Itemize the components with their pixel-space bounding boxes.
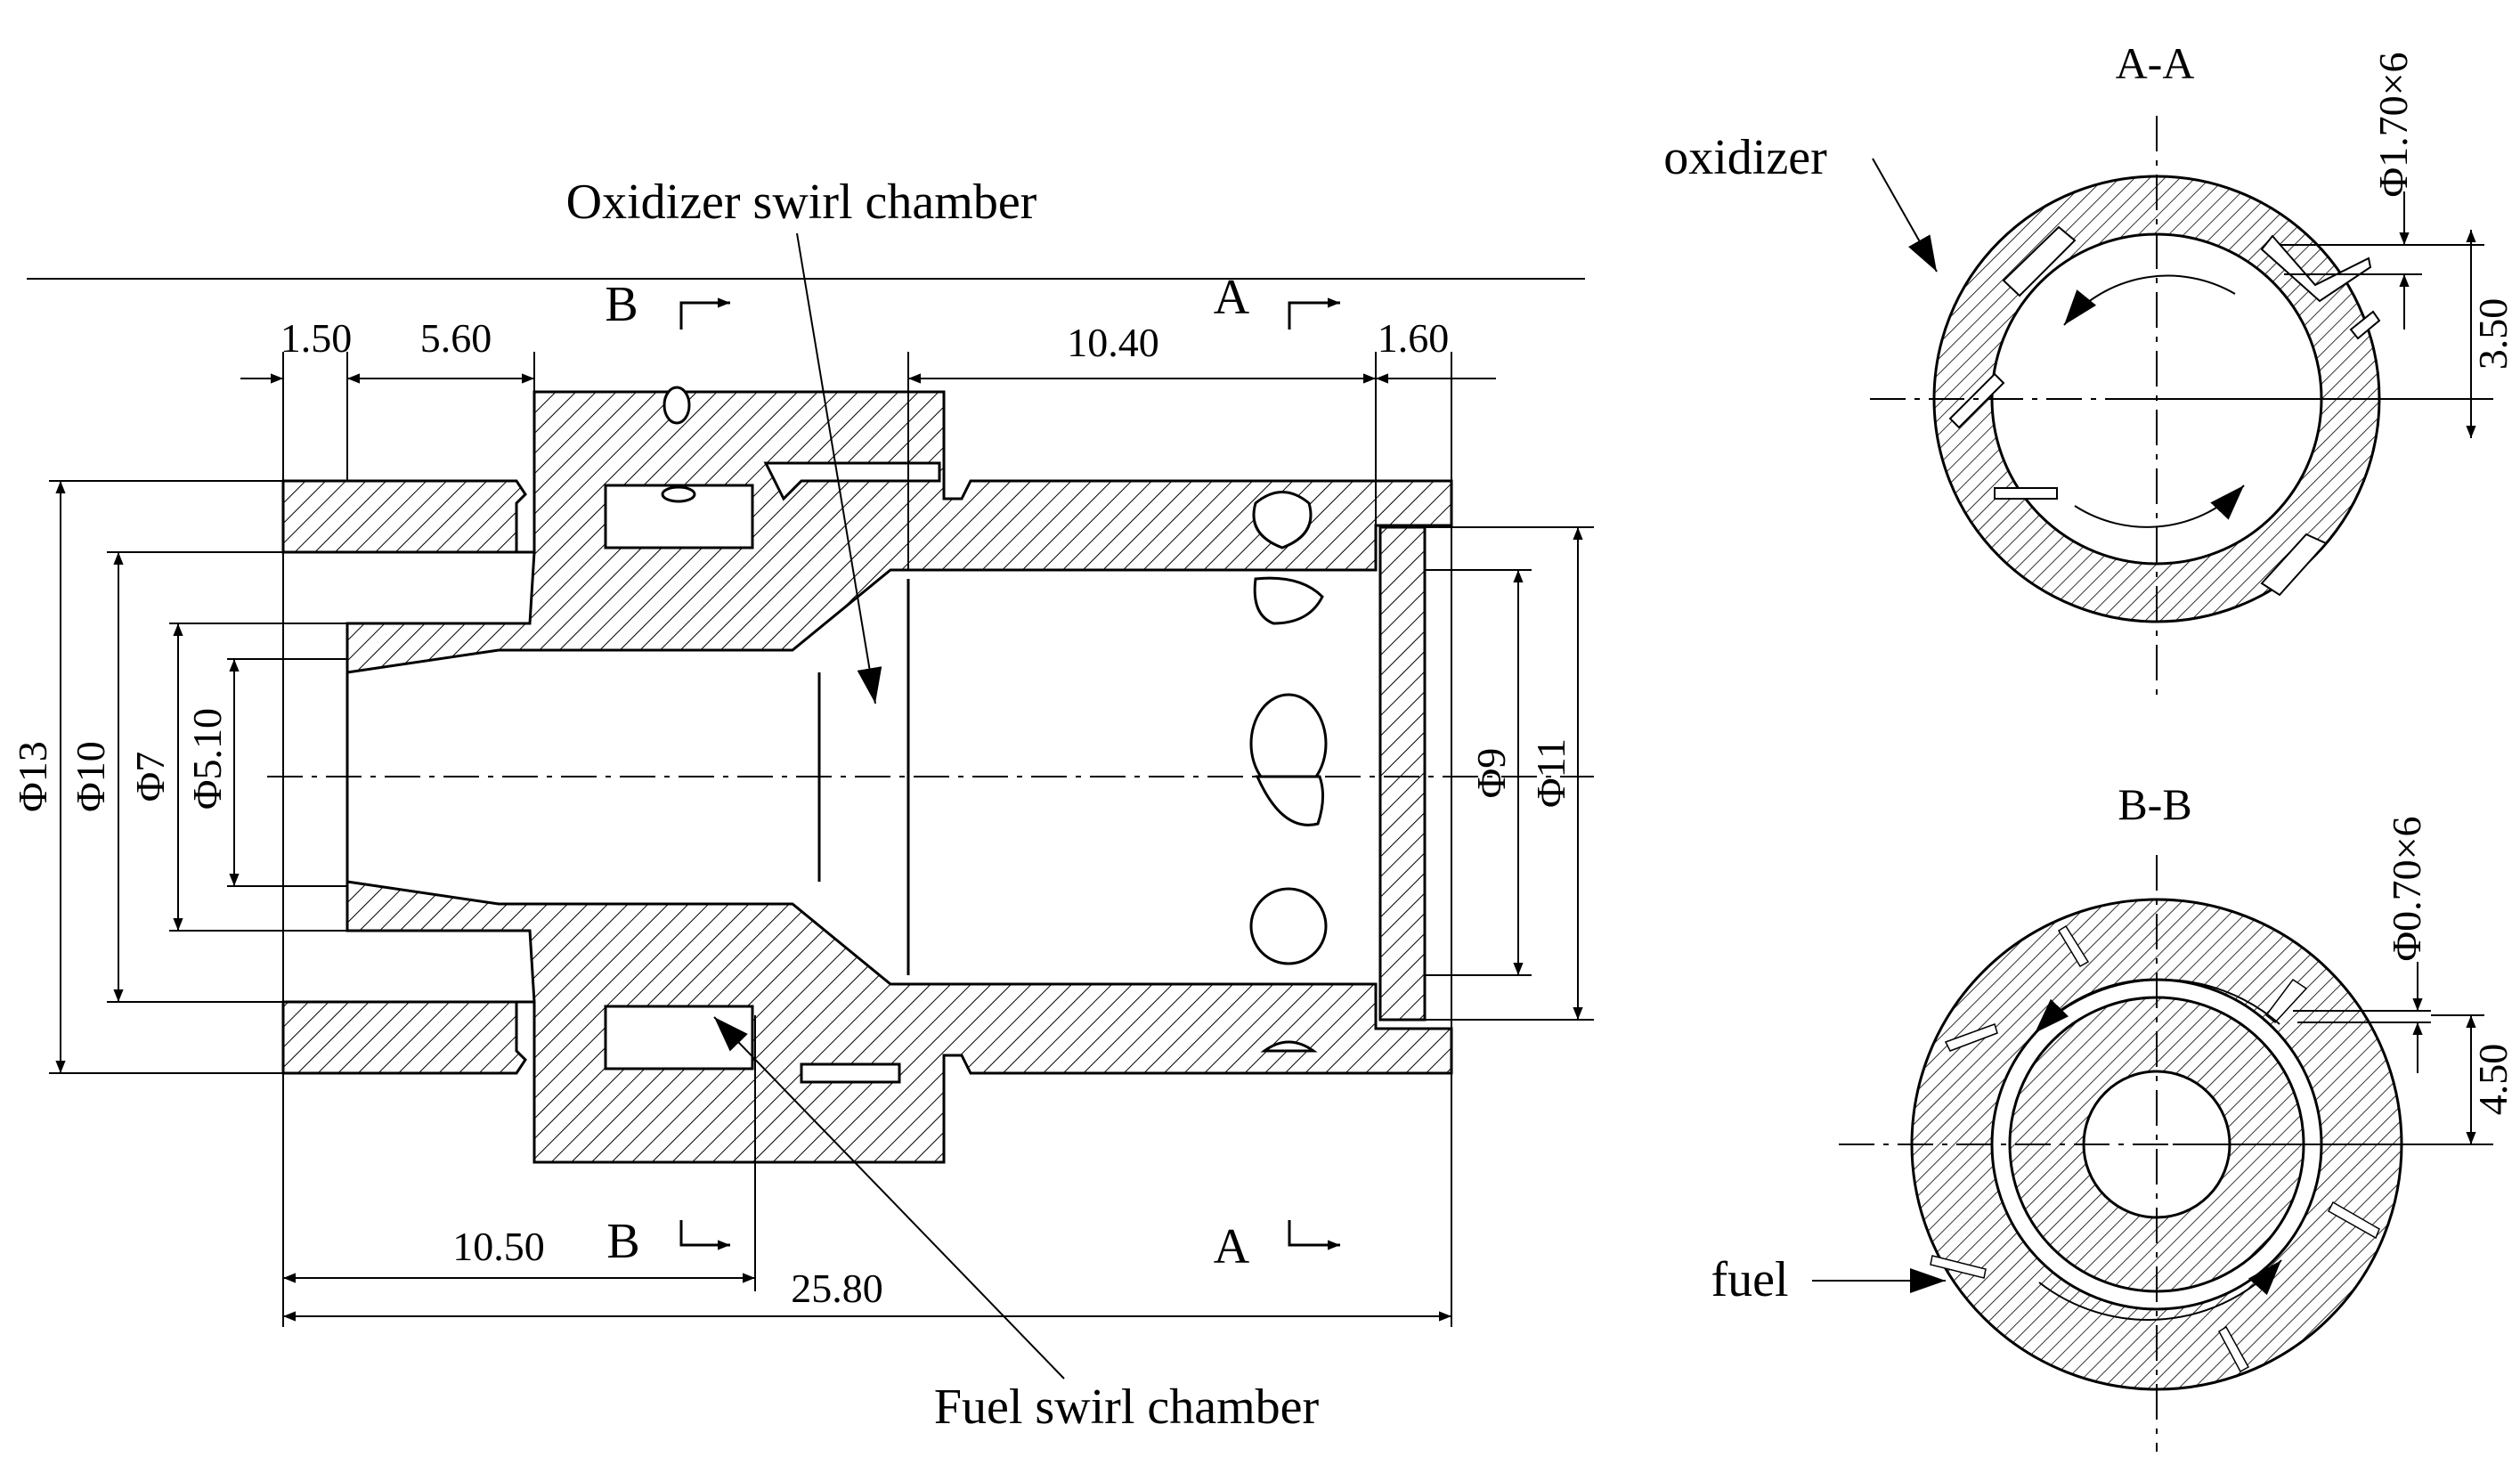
dim-10-40: 10.40 — [1067, 320, 1159, 365]
dim-phi5-10: Φ5.10 — [184, 708, 230, 810]
aa-hole-dim: Φ1.70×6 — [2370, 52, 2416, 197]
tangential-hole-2 — [1253, 576, 1324, 625]
dim-phi9: Φ9 — [1468, 748, 1514, 799]
section-b-top: B — [605, 277, 638, 332]
lower-groove — [800, 1062, 901, 1084]
view-aa-title: A-A — [2116, 38, 2195, 88]
radial-hole-top — [663, 386, 691, 425]
upper-groove — [763, 461, 941, 501]
dim-phi13: Φ13 — [10, 741, 55, 812]
section-b-bottom: B — [606, 1214, 639, 1269]
section-a-bottom: A — [1214, 1219, 1250, 1274]
section-bb-view: B-B Φ0.70×6 4.50 fuel — [1711, 779, 2516, 1452]
dim-phi11: Φ11 — [1528, 738, 1573, 808]
dim-10-50: 10.50 — [452, 1224, 545, 1269]
label-fuel-swirl-chamber: Fuel swirl chamber — [934, 1380, 1320, 1435]
tangential-hole-5 — [1260, 1040, 1318, 1053]
dim-1-60: 1.60 — [1378, 315, 1450, 361]
label-fuel: fuel — [1711, 1252, 1788, 1307]
bb-hole-dim: Φ0.70×6 — [2384, 816, 2429, 961]
tangential-hole-1 — [1252, 491, 1313, 549]
label-oxidizer-swirl-chamber: Oxidizer swirl chamber — [566, 175, 1037, 230]
main-section-view: 1.50 5.60 10.40 1.60 10.50 25.80 — [10, 175, 1594, 1435]
aa-offset-dim: 3.50 — [2470, 298, 2516, 370]
diameter-dimensions: Φ13 Φ10 Φ7 Φ5.10 Φ9 Φ11 — [10, 480, 1594, 1074]
dim-phi7: Φ7 — [127, 752, 173, 802]
section-a-top: A — [1214, 270, 1250, 325]
view-bb-title: B-B — [2118, 779, 2191, 829]
horizontal-dimensions: 1.50 5.60 10.40 1.60 10.50 25.80 — [240, 315, 1496, 1327]
tangential-hole-3b — [1255, 775, 1324, 826]
end-cap — [1378, 525, 1427, 1022]
dim-1-50: 1.50 — [280, 315, 353, 361]
radial-hole-mid — [661, 485, 696, 503]
section-aa-view: A-A Φ1.70×6 3.50 oxidizer — [1663, 38, 2516, 704]
dim-5-60: 5.60 — [420, 315, 492, 361]
dim-25-80: 25.80 — [791, 1266, 883, 1311]
label-oxidizer: oxidizer — [1663, 130, 1827, 185]
lower-passage — [604, 1005, 754, 1070]
bb-offset-dim: 4.50 — [2470, 1044, 2516, 1116]
section-markers: B A B A — [605, 270, 1340, 1274]
tangential-hole-4 — [1249, 887, 1328, 965]
dim-phi10: Φ10 — [68, 741, 113, 812]
